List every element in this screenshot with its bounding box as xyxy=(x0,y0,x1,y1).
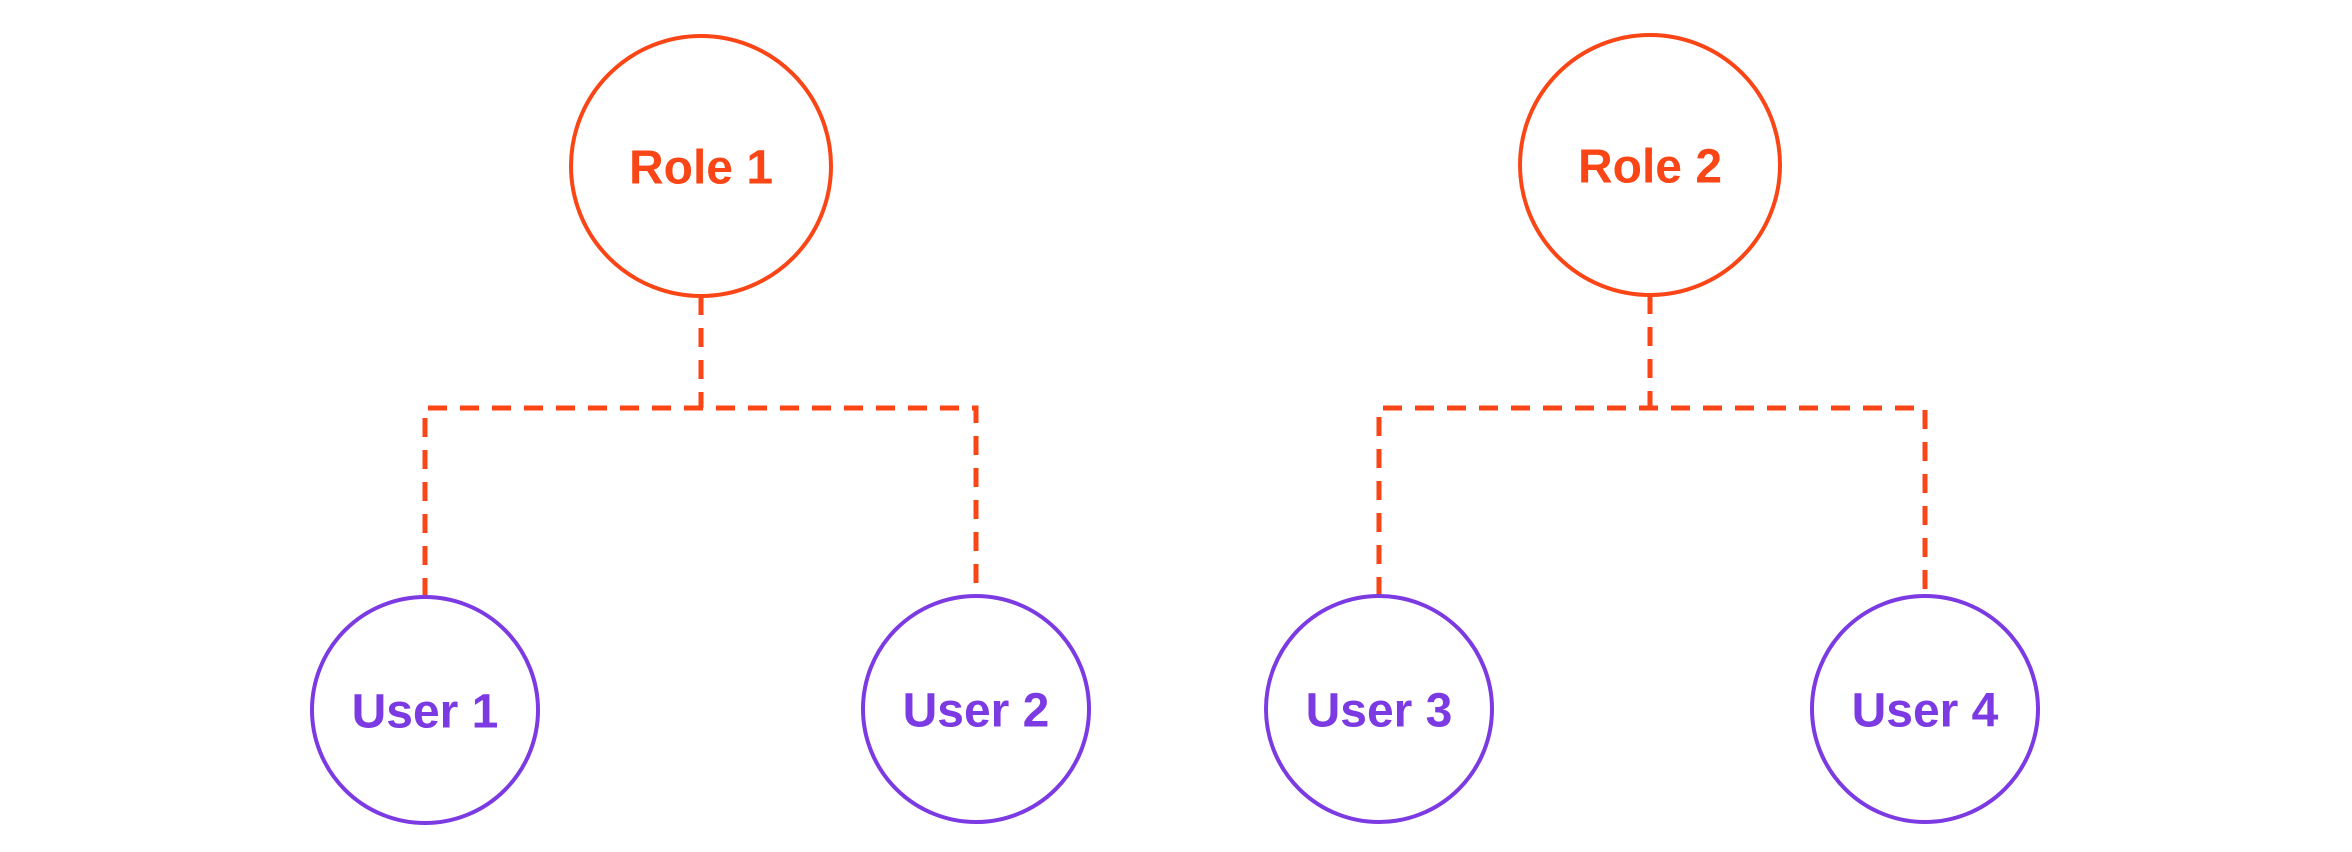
tree2-nodes: Role 2 User 3 User 4 xyxy=(1264,33,2040,824)
connector-role2-elbow xyxy=(1376,405,1928,596)
user1-node-circle xyxy=(310,595,540,825)
tree2-connectors xyxy=(1376,295,1928,596)
connector-role1-elbow xyxy=(422,405,979,597)
tree1-nodes: Role 1 User 1 User 2 xyxy=(310,34,1091,825)
user3-node-label: User 3 xyxy=(1306,685,1453,738)
user2-node-label: User 2 xyxy=(903,685,1050,738)
role1-node-label: Role 1 xyxy=(629,142,773,195)
user1-node-label: User 1 xyxy=(352,686,499,739)
role2-node-label: Role 2 xyxy=(1578,141,1722,194)
tree1-connectors xyxy=(422,296,979,597)
user4-node-circle xyxy=(1810,594,2040,824)
role1-node-circle xyxy=(569,34,833,298)
user3-node-circle xyxy=(1264,594,1494,824)
user4-node-label: User 4 xyxy=(1852,685,1999,738)
user2-node-circle xyxy=(861,594,1091,824)
role2-node-circle xyxy=(1518,33,1782,297)
